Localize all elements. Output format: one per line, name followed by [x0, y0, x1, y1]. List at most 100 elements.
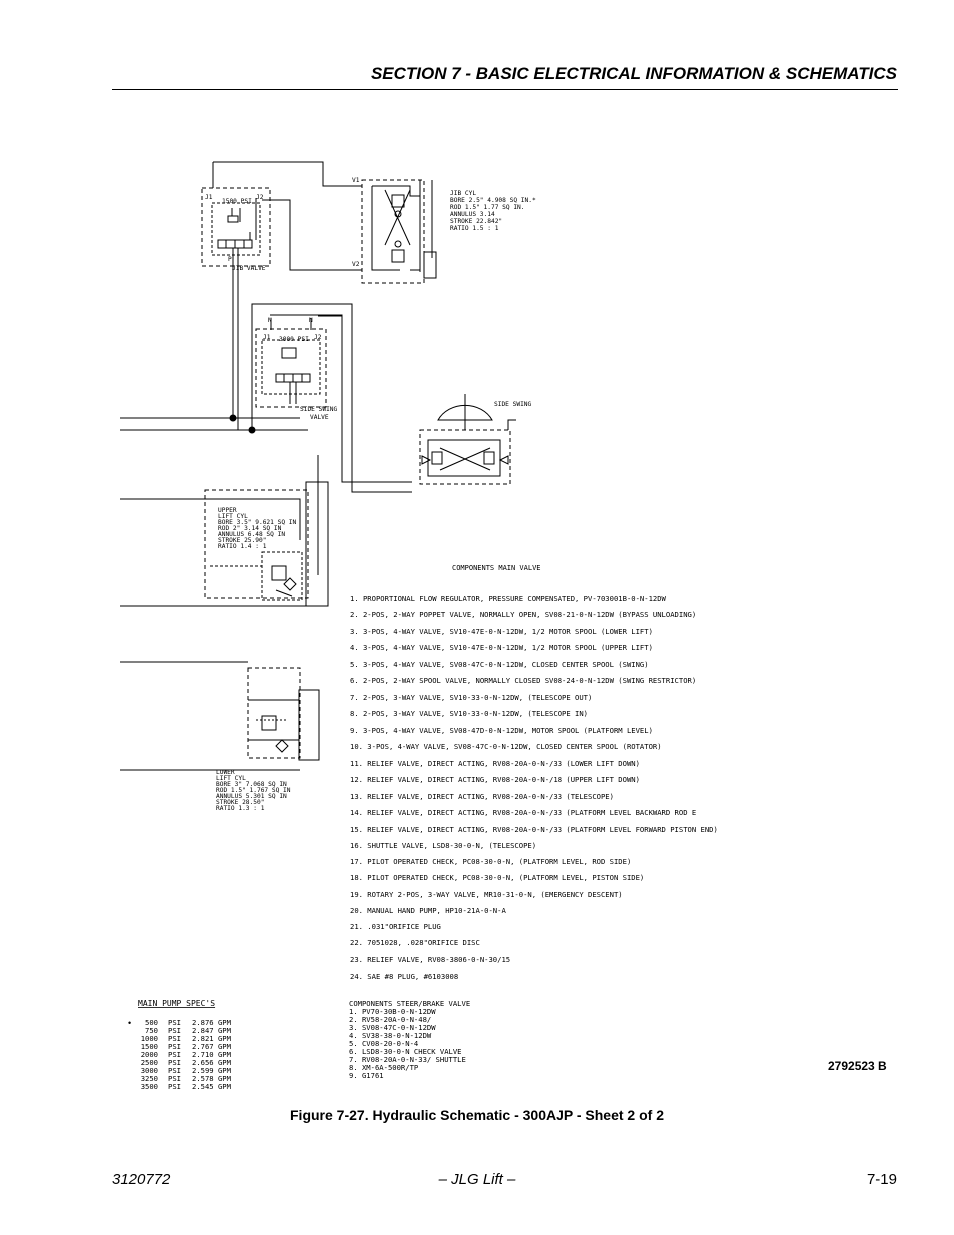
lower-lift-specs: LOWER LIFT CYL BORE 3" 7.068 SQ IN ROD 1…	[216, 769, 291, 812]
list-item: 15. RELIEF VALVE, DIRECT ACTING, RV08-20…	[350, 825, 718, 834]
spec-line: RATIO 1.4 : 1	[218, 543, 267, 550]
list-item: 3. SV08-47C-0-N-12DW	[349, 1023, 436, 1032]
pump-unit: PSI	[168, 1074, 181, 1083]
spec-line: LIFT CYL	[218, 513, 248, 520]
main-valve-list: 1. PROPORTIONAL FLOW REGULATOR, PRESSURE…	[350, 594, 718, 981]
pump-gpm: 2.656 GPM	[192, 1058, 232, 1067]
pump-unit: PSI	[168, 1058, 181, 1067]
pump-psi: 3000	[141, 1066, 158, 1075]
spec-line: LOWER	[216, 769, 235, 776]
list-item: 9. G1761	[349, 1071, 384, 1080]
side-swing-mark-b: N	[309, 317, 313, 324]
pump-psi: 1000	[141, 1034, 158, 1043]
pump-specs-title: MAIN PUMP SPEC'S	[138, 999, 215, 1008]
jib-port-j2: J2	[256, 194, 264, 201]
pump-psi: 3500	[141, 1082, 158, 1091]
list-item: 13. RELIEF VALVE, DIRECT ACTING, RV08-20…	[350, 792, 614, 801]
list-item: 3. 3-POS, 4-WAY VALVE, SV10-47E-0-N-12DW…	[350, 627, 653, 636]
list-item: 19. ROTARY 2-POS, 3-WAY VALVE, MR10-31-0…	[350, 890, 623, 899]
jib-cyl-box	[361, 179, 425, 284]
upper-lift-box	[204, 489, 309, 599]
pump-gpm: 2.545 GPM	[192, 1082, 232, 1091]
figure-caption: Figure 7-27. Hydraulic Schematic - 300AJ…	[290, 1107, 664, 1123]
spec-line: LIFT CYL	[216, 775, 246, 782]
jib-port-p: P	[228, 256, 232, 263]
jib-cyl-port-v1: V1	[352, 177, 360, 184]
pump-gpm: 2.767 GPM	[192, 1042, 232, 1051]
list-item: 12. RELIEF VALVE, DIRECT ACTING, RV08-20…	[350, 775, 640, 784]
pump-spec-bullet: •	[128, 1018, 131, 1028]
spec-line: UPPER	[218, 507, 237, 514]
list-item: 24. SAE #8 PLUG, #6103008	[350, 972, 458, 981]
list-item: 1. PROPORTIONAL FLOW REGULATOR, PRESSURE…	[350, 594, 667, 603]
upper-lift-cyl	[305, 481, 329, 607]
list-item: 6. LSD8-30-0-N CHECK VALVE	[349, 1047, 462, 1056]
list-item: 14. RELIEF VALVE, DIRECT ACTING, RV08-20…	[350, 808, 696, 817]
list-item: 2. 2-POS, 2-WAY POPPET VALVE, NORMALLY O…	[350, 610, 696, 619]
spec-line: BORE 3" 7.068 SQ IN	[216, 781, 287, 788]
spec-line: ANNULUS 3.14	[450, 211, 495, 218]
header-rule	[112, 89, 898, 90]
list-item: 10. 3-POS, 4-WAY VALVE, SV08-47C-0-N-12D…	[350, 742, 662, 751]
pump-unit: PSI	[168, 1018, 181, 1027]
steer-brake-title: COMPONENTS STEER/BRAKE VALVE	[349, 999, 470, 1008]
side-swing-block	[419, 429, 511, 485]
pump-gpm: 2.847 GPM	[192, 1026, 232, 1035]
list-item: 4. SV38-38-0-N-12DW	[349, 1031, 432, 1040]
list-item: 2. RV58-20A-0-N-48/	[349, 1015, 431, 1024]
list-item: 21. .031"ORIFICE PLUG	[350, 922, 441, 931]
list-item: 17. PILOT OPERATED CHECK, PC08-30-0-N, (…	[350, 857, 631, 866]
spec-line: STROKE 25.90"	[218, 537, 266, 544]
pump-unit: PSI	[168, 1034, 181, 1043]
list-item: 1. PV70-30B-0-N-12DW	[349, 1007, 436, 1016]
list-item: 7. RV08-20A-0-N-33/ SHUTTLE	[349, 1055, 466, 1064]
jib-port-j1: J1	[205, 194, 213, 201]
side-swing-port-j2: J2	[314, 334, 322, 341]
pump-psi: 3250	[141, 1074, 158, 1083]
spec-line: RATIO 1.5 : 1	[450, 225, 499, 232]
side-swing-mark-a: N	[268, 317, 272, 324]
section-title: SECTION 7 - BASIC ELECTRICAL INFORMATION…	[370, 64, 897, 83]
list-item: 4. 3-POS, 4-WAY VALVE, SV10-47E-0-N-12DW…	[350, 643, 653, 652]
drawing-number: 2792523 B	[828, 1059, 887, 1073]
jib-cyl-port-v2: V2	[352, 261, 360, 268]
spec-line: JIB CYL	[450, 190, 476, 197]
spec-line: BORE 2.5" 4.908 SQ IN.*	[450, 197, 536, 204]
list-item: 8. 2-POS, 3-WAY VALVE, SV10-33-0-N-12DW,…	[350, 709, 588, 718]
pump-unit: PSI	[168, 1050, 181, 1059]
side-swing-valve-box	[255, 328, 327, 408]
pump-psi: 500	[145, 1018, 158, 1027]
jib-valve-box	[201, 187, 271, 267]
side-swing-pressure: 3000 PSI	[279, 336, 309, 343]
list-item: 6. 2-POS, 2-WAY SPOOL VALVE, NORMALLY CL…	[350, 676, 696, 685]
steer-brake-list: COMPONENTS STEER/BRAKE VALVE 1. PV70-30B…	[349, 999, 470, 1080]
list-item: 20. MANUAL HAND PUMP, HP10-21A-0-N-A	[350, 906, 506, 915]
jib-valve-inner	[211, 202, 261, 256]
pump-unit: PSI	[168, 1026, 181, 1035]
side-swing-port-j1: J1	[263, 334, 271, 341]
spec-line: ROD 1.5" 1.767 SQ IN	[216, 787, 291, 794]
spec-line: STROKE 28.50"	[216, 799, 264, 806]
pump-unit: PSI	[168, 1082, 181, 1091]
pump-gpm: 2.821 GPM	[192, 1034, 232, 1043]
list-item: 11. RELIEF VALVE, DIRECT ACTING, RV08-20…	[350, 759, 640, 768]
pump-psi: 2000	[141, 1050, 158, 1059]
pump-psi: 1500	[141, 1042, 158, 1051]
side-swing-valve-label-2: VALVE	[310, 414, 329, 421]
spec-line: ANNULUS 6.48 SQ IN	[218, 531, 285, 538]
list-item: 9. 3-POS, 4-WAY VALVE, SV08-47D-0-N-12DW…	[350, 726, 653, 735]
jib-valve-pressure: 1500 PSI	[222, 198, 252, 205]
pump-specs-table: 500 PSI 2.876 GPM 750 PSI 2.847 GPM 1000…	[141, 1018, 232, 1091]
upper-lift-specs: UPPER LIFT CYL BORE 3.5" 9.621 SQ IN ROD…	[218, 507, 297, 550]
pump-psi: 750	[145, 1026, 158, 1035]
pump-unit: PSI	[168, 1042, 181, 1051]
jib-valve-label: JIB VALVE	[232, 265, 266, 272]
pump-gpm: 2.599 GPM	[192, 1066, 232, 1075]
list-item: 5. CV08-20-0-N-4	[349, 1039, 418, 1048]
pump-gpm: 2.876 GPM	[192, 1018, 232, 1027]
side-swing-label: SIDE SWING	[494, 401, 532, 408]
main-valve-title: COMPONENTS MAIN VALVE	[452, 564, 541, 572]
lower-lift-box	[247, 667, 301, 759]
list-item: 23. RELIEF VALVE, RV08-3806-0-N-30/15	[350, 955, 510, 964]
